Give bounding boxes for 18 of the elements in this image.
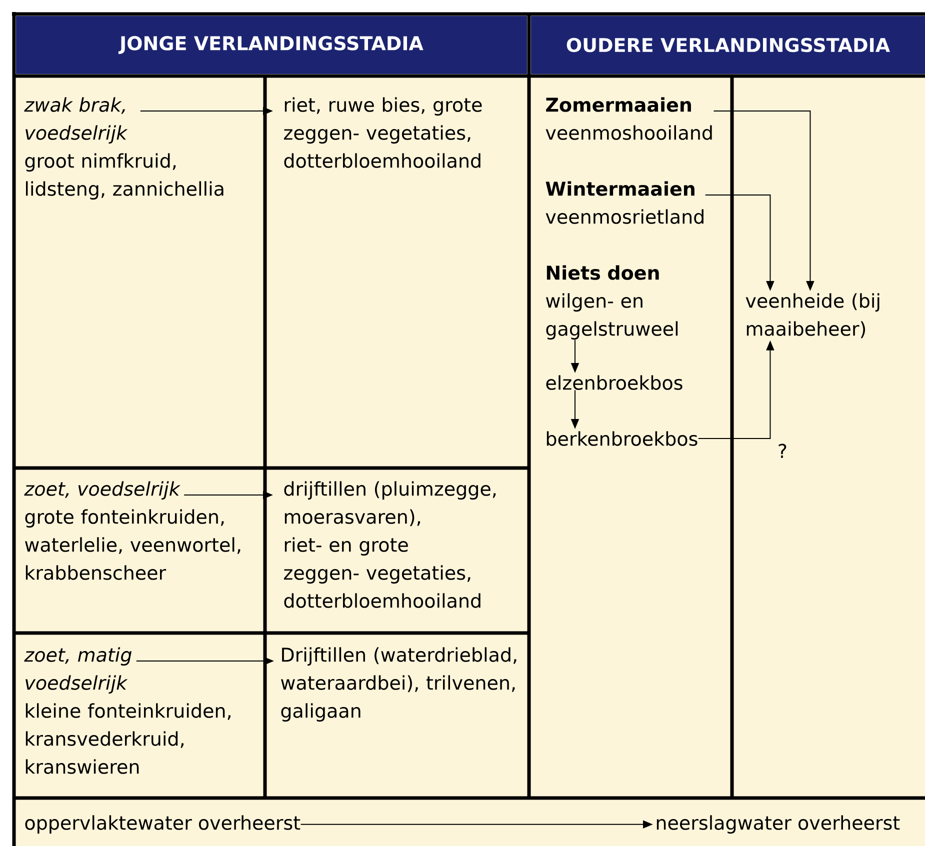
vegetation-text: drijftillen (pluimzegge, moerasvaren), riet- en grote zeggen- vegetaties, dotterbloemhooiland bbox=[284, 481, 496, 608]
vegetation-text: riet, ruwe bies, grote zeggen- vegetaties, dotterbloemhooiland bbox=[284, 97, 482, 168]
header-band: JONGE VERLANDINGSSTADIA bbox=[16, 16, 527, 74]
condition-label: zoet, voedselrijk bbox=[24, 481, 180, 500]
forest-stage-text: elzenbroekbos bbox=[546, 375, 682, 390]
species-text: groot nimfkruid, lidsteng, zannichellia bbox=[25, 153, 224, 200]
water-label: neerslagwater overheerst bbox=[656, 815, 900, 834]
species-text: grote fonteinkruiden, waterlelie, veenwortel, krabbenscheer bbox=[25, 509, 240, 580]
management-text: Wintermaaien veenmosrietland bbox=[546, 181, 704, 224]
edge-label: ? bbox=[778, 444, 786, 458]
forest-stage-text: berkenbroekbos bbox=[546, 431, 698, 446]
species-text: kleine fonteinkruiden, kransvederkruid, kranswieren bbox=[26, 703, 230, 774]
management-text: Niets doen wilgen- en gagelstruweel bbox=[546, 265, 678, 340]
management-text: Zomermaaien veenmoshooiland bbox=[546, 97, 712, 140]
water-label: oppervlaktewater overheerst bbox=[25, 815, 300, 834]
heath-text: veenheide (bij maaibeheer) bbox=[746, 293, 880, 338]
header-band: OUDERE VERLANDINGSSTADIA bbox=[531, 16, 925, 74]
vegetation-text: Drijftillen (waterdrieblad, wateraardbei), trilvenen, galigaan bbox=[281, 647, 516, 722]
